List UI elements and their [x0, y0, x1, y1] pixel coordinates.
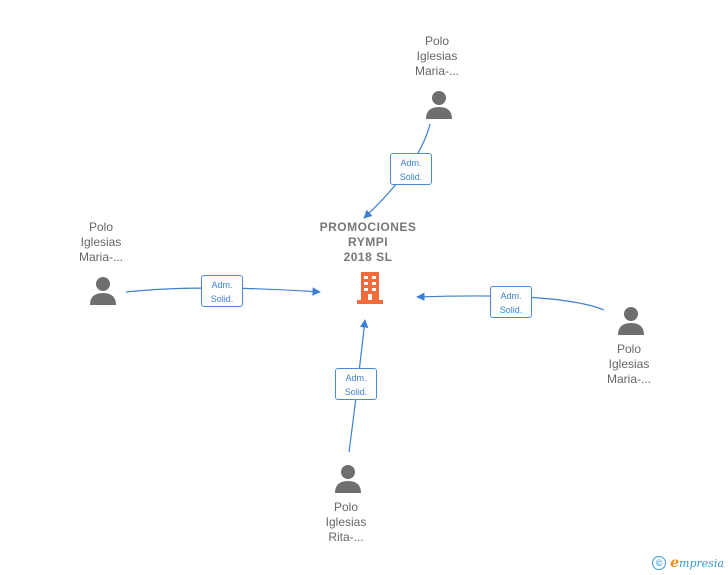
person-label-bottom[interactable]: Polo Iglesias Rita-...	[301, 500, 391, 545]
person-icon[interactable]	[88, 275, 118, 305]
company-name-line: 2018 SL	[343, 250, 393, 264]
building-icon[interactable]	[355, 270, 385, 306]
person-name-line: Iglesias	[80, 235, 122, 249]
person-name-line: Iglesias	[325, 515, 367, 529]
copyright-icon: ©	[652, 556, 667, 570]
person-name-line: Iglesias	[608, 357, 650, 371]
edge-label-top[interactable]: Adm. Solid.	[390, 153, 432, 185]
person-label-top[interactable]: Polo Iglesias Maria-...	[392, 34, 482, 79]
company-name[interactable]: PROMOCIONES RYMPI 2018 SL	[298, 220, 438, 265]
person-icon[interactable]	[424, 89, 454, 119]
person-name-line: Iglesias	[416, 49, 458, 63]
person-name-line: Polo	[424, 34, 450, 48]
person-name-line: Polo	[616, 342, 642, 356]
edge-right	[416, 292, 605, 311]
person-name-line: Maria-...	[414, 64, 459, 78]
edge-label-line: Solid.	[344, 387, 368, 397]
edge-label-bottom[interactable]: Adm. Solid.	[335, 368, 377, 400]
footer-brand[interactable]: © empresia	[652, 555, 724, 571]
edge-label-line: Adm.	[211, 280, 233, 290]
person-name-line: Polo	[333, 500, 359, 514]
edge-label-line: Solid.	[210, 294, 234, 304]
company-name-line: RYMPI	[347, 235, 389, 249]
person-name-line: Rita-...	[328, 530, 364, 544]
person-name-line: Polo	[88, 220, 114, 234]
edge-label-line: Adm.	[400, 158, 422, 168]
edge-label-line: Solid.	[399, 172, 423, 182]
brand-logo: empresia	[670, 555, 724, 571]
person-icon[interactable]	[333, 463, 363, 493]
company-name-line: PROMOCIONES	[319, 220, 417, 234]
edge-label-line: Solid.	[499, 305, 523, 315]
edge-label-left[interactable]: Adm. Solid.	[201, 275, 243, 307]
person-icon[interactable]	[616, 305, 646, 335]
person-label-left[interactable]: Polo Iglesias Maria-...	[56, 220, 146, 265]
person-name-line: Maria-...	[78, 250, 123, 264]
person-label-right[interactable]: Polo Iglesias Maria-...	[584, 342, 674, 387]
edge-label-right[interactable]: Adm. Solid.	[490, 286, 532, 318]
edge-label-line: Adm.	[345, 373, 367, 383]
person-name-line: Maria-...	[606, 372, 651, 386]
edge-label-line: Adm.	[500, 291, 522, 301]
